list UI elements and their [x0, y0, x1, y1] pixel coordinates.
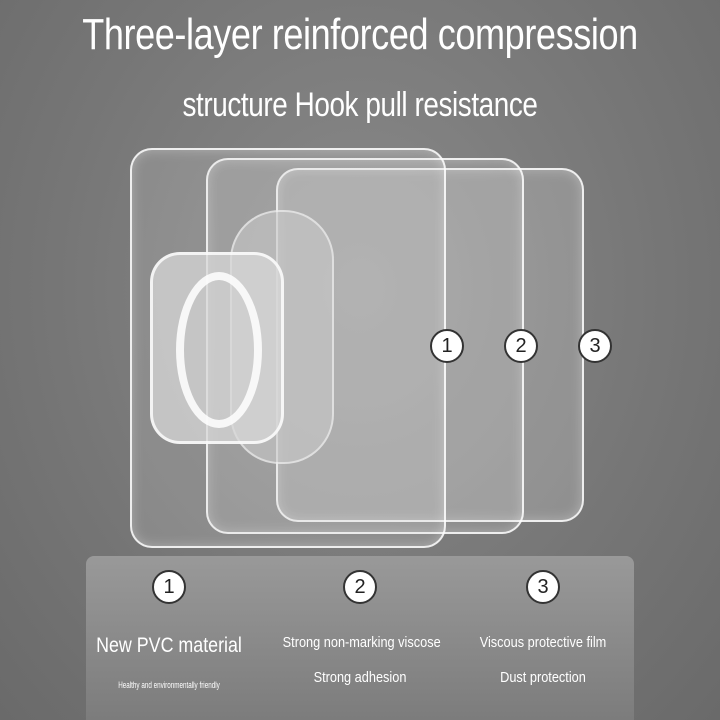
hook-ring: [176, 272, 262, 428]
feature-title: New PVC material: [96, 634, 242, 657]
feature-number: 2: [343, 570, 377, 604]
feature-number: 1: [152, 570, 186, 604]
feature-subtitle: Strong adhesion: [313, 669, 407, 686]
feature-number: 3: [526, 570, 560, 604]
layer-marker-1: 1: [430, 329, 464, 363]
feature-3: 3 Viscous protective film Dust protectio…: [452, 556, 634, 686]
feature-title: Strong non-marking viscose: [282, 634, 441, 651]
layer-marker-3: 3: [578, 329, 612, 363]
feature-2: 2 Strong non-marking viscose Strong adhe…: [269, 556, 451, 686]
feature-1: 1 New PVC material Healthy and environme…: [78, 556, 260, 690]
headline-line-1: Three-layer reinforced compression: [82, 10, 638, 59]
features-panel: 1 New PVC material Healthy and environme…: [86, 556, 634, 720]
layer-marker-2: 2: [504, 329, 538, 363]
feature-subtitle: Healthy and environmentally friendly: [118, 680, 220, 690]
feature-subtitle: Dust protection: [500, 669, 586, 686]
headline-line-2: structure Hook pull resistance: [182, 86, 538, 124]
feature-title: Viscous protective film: [479, 634, 607, 651]
